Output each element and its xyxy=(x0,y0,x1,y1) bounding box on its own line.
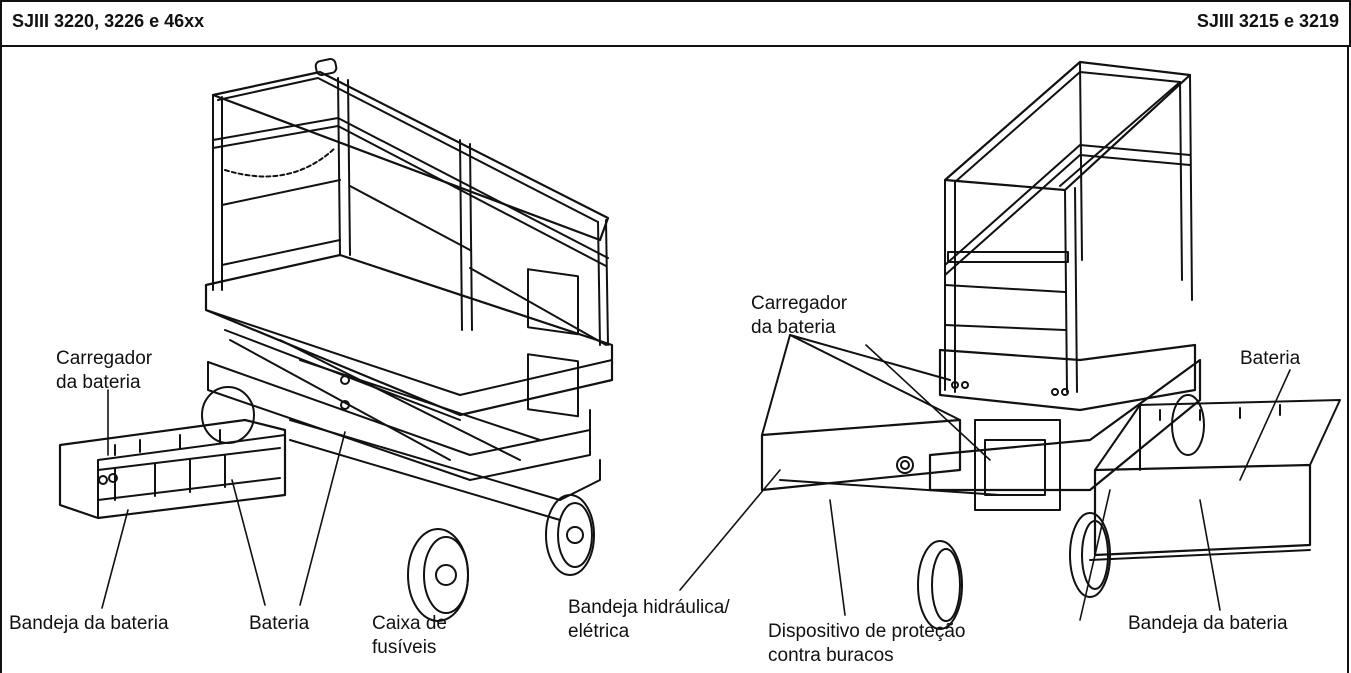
left-battery-charger-label-line1: Carregador xyxy=(56,348,153,369)
pothole-protection-label-line1: Dispositivo de proteção xyxy=(768,621,966,642)
leader-lines xyxy=(101,344,1291,621)
pothole-protection-label: Dispositivo de proteção contra buracos xyxy=(768,620,966,668)
pothole-protection-label-line2: contra buracos xyxy=(768,645,894,666)
left-battery-tray-label: Bandeja da bateria xyxy=(9,613,169,634)
right-battery-tray-label: Bandeja da bateria xyxy=(1128,613,1288,634)
right-battery-charger-label-line1: Carregador xyxy=(751,293,848,314)
left-scissor-lift-illustration xyxy=(58,58,614,622)
right-model-title: SJIII 3215 e 3219 xyxy=(1196,11,1339,31)
fuse-box-label-line1: Caixa de xyxy=(372,613,447,634)
hydraulic-electric-tray-label-line2: elétrica xyxy=(568,621,630,642)
left-model-title: SJIII 3220, 3226 e 46xx xyxy=(12,11,205,31)
header-bar xyxy=(0,0,1351,47)
frame-left-border xyxy=(0,45,2,673)
hydraulic-electric-tray-label-line1: Bandeja hidráulica/ xyxy=(568,597,730,618)
right-battery-label: Bateria xyxy=(1240,348,1301,369)
left-battery-label: Bateria xyxy=(249,613,310,634)
right-battery-charger-label-line2: da bateria xyxy=(751,317,836,338)
fuse-box-label-line2: fusíveis xyxy=(372,637,437,658)
left-battery-charger-label: Carregador da bateria xyxy=(56,347,152,395)
fuse-box-label: Caixa de fusíveis xyxy=(372,612,447,660)
right-scissor-lift-illustration xyxy=(760,60,1341,630)
right-battery-charger-label: Carregador da bateria xyxy=(751,292,847,340)
frame-right-border xyxy=(1347,45,1349,673)
left-battery-charger-label-line2: da bateria xyxy=(56,372,141,393)
hydraulic-electric-tray-label: Bandeja hidráulica/ elétrica xyxy=(568,596,730,644)
